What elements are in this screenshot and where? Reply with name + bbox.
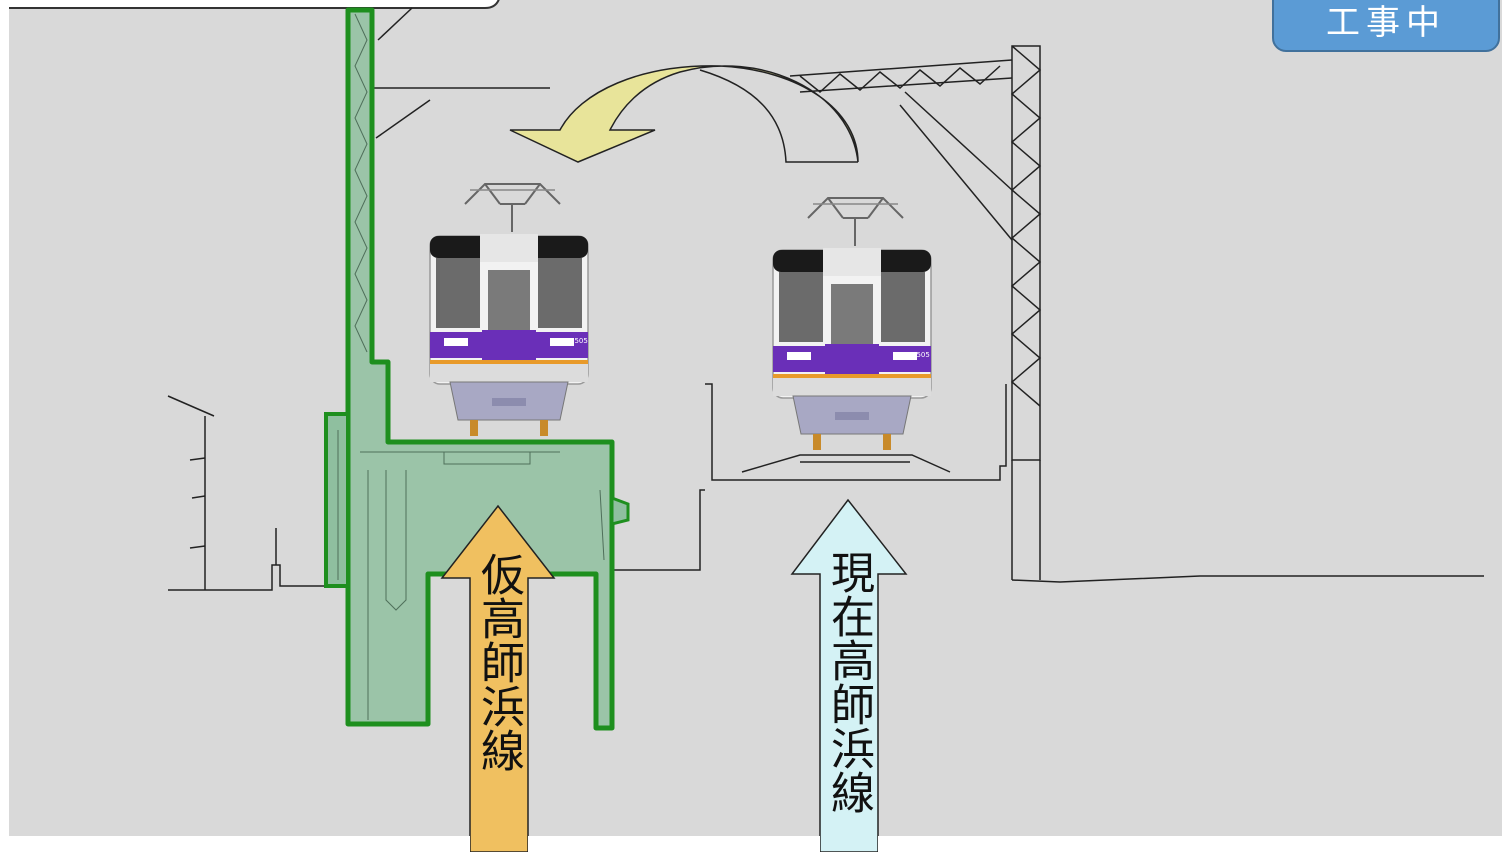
catenary-tower bbox=[789, 45, 1042, 580]
relocation-arrow-inner-edge bbox=[699, 69, 858, 163]
diagram-background bbox=[9, 0, 1502, 836]
construction-status-button[interactable]: 工事中 bbox=[1272, 0, 1500, 52]
train-number-left: 1505 bbox=[570, 337, 588, 345]
temporary-line-label: 仮高師浜線 bbox=[473, 552, 524, 772]
temporary-structure-flange bbox=[610, 495, 630, 526]
bottom-margin bbox=[0, 836, 470, 852]
current-line-label: 現在高師浜線 bbox=[823, 550, 874, 814]
temporary-structure-side-plate bbox=[324, 412, 350, 588]
temporary-line-arrow bbox=[440, 504, 556, 852]
current-line-arrow bbox=[790, 498, 908, 852]
structure-detail-lines bbox=[337, 13, 605, 720]
callout-box bbox=[0, 0, 500, 9]
train-number-right: 1505 bbox=[912, 351, 930, 359]
temporary-viaduct-structure bbox=[345, 7, 615, 731]
terrain-lines bbox=[167, 7, 1484, 591]
relocation-arrow bbox=[509, 65, 859, 163]
